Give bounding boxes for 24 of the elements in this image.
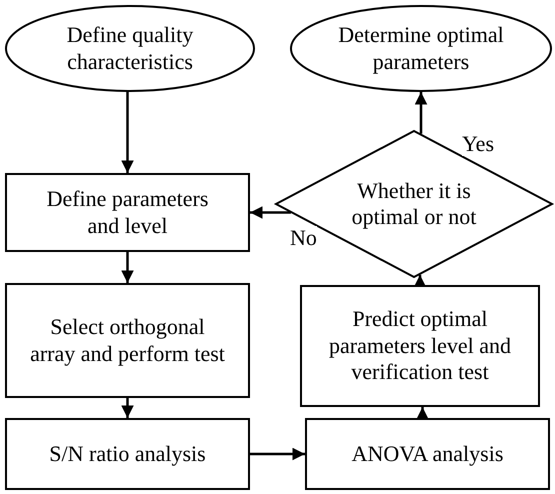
node-text: Select orthogonal array and perform test [29,314,226,367]
process-box [5,283,250,398]
arrow [414,92,428,134]
node-text: S/N ratio analysis [49,440,206,468]
process-box [5,418,250,490]
arrow [414,274,426,288]
process-box [300,285,540,407]
node-text: Whether it is optimal or not [350,178,478,230]
arrow [250,206,291,219]
node-text: Predict optimal parameters level and verification test [328,306,512,386]
arrow [416,407,429,420]
arrow [250,448,305,460]
terminal-ellipse [5,5,255,92]
process-box [305,418,550,490]
node-text: Determine optimal parameters [337,22,505,75]
node-text: ANOVA analysis [352,440,504,468]
process-box [5,173,250,252]
node-text: Define parameters and level [46,186,210,239]
terminal-ellipse [290,5,552,92]
arrow [121,92,134,173]
node-text: Define quality characteristics [66,22,194,75]
arrow [121,252,134,283]
arrow [121,398,134,418]
decision-diamond [275,130,553,278]
